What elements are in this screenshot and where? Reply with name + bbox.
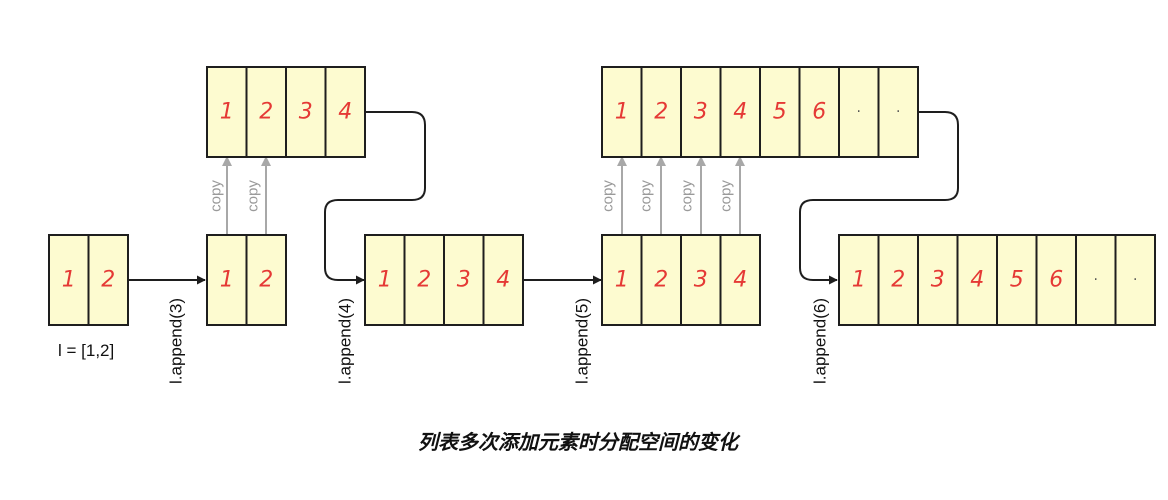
array-cell-value: 5 xyxy=(1010,268,1024,293)
array-cell-value: 2 xyxy=(101,268,115,293)
array-cell-value: 3 xyxy=(694,268,708,293)
array-cell-value: 4 xyxy=(496,268,510,293)
array-cell xyxy=(759,66,801,158)
empty-slot-mark: · xyxy=(896,104,900,120)
array-cell xyxy=(719,66,761,158)
empty-slot-mark: · xyxy=(857,104,861,120)
array-cell-value: 1 xyxy=(615,100,629,125)
array-cell-value: 2 xyxy=(259,268,273,293)
array-cell xyxy=(87,234,129,326)
copy-label: copy xyxy=(208,180,225,212)
copy-label: copy xyxy=(718,180,735,212)
array-cell xyxy=(245,66,287,158)
array-cell-value: 2 xyxy=(654,100,668,125)
array-cell xyxy=(1035,234,1077,326)
array-cell xyxy=(1114,234,1156,326)
array-cell-value: 5 xyxy=(773,100,787,125)
labels-layer: copy copy copy copy copy copy l = [1,2] … xyxy=(58,180,830,454)
array-cell xyxy=(680,234,722,326)
array-cell-value: 2 xyxy=(654,268,668,293)
arrows-layer xyxy=(128,111,959,285)
array-cell-value: 2 xyxy=(259,100,273,125)
array-cell xyxy=(838,234,880,326)
array-cell xyxy=(403,234,445,326)
array-cell xyxy=(206,234,248,326)
append-label-6: l.append(6) xyxy=(811,298,830,384)
append-label-3: l.append(3) xyxy=(167,298,186,384)
copy-label: copy xyxy=(600,180,617,212)
array-cell-value: 3 xyxy=(457,268,471,293)
arrow-resized-4-to-append-4 xyxy=(324,111,426,285)
array-cell-value: 1 xyxy=(220,100,234,125)
array-cell xyxy=(443,234,485,326)
empty-slot-mark: · xyxy=(1133,272,1137,288)
array-cell-value: 4 xyxy=(733,268,747,293)
array-cell-value: 1 xyxy=(378,268,392,293)
array-cell-value: 3 xyxy=(931,268,945,293)
append-label-4: l.append(4) xyxy=(336,298,355,384)
append-label-5: l.append(5) xyxy=(573,298,592,384)
empty-slot-mark: · xyxy=(1094,272,1098,288)
array-cell xyxy=(680,66,722,158)
array-cell xyxy=(640,234,682,326)
array-cell-value: 4 xyxy=(338,100,352,125)
array-cell xyxy=(206,66,248,158)
array-cell xyxy=(719,234,761,326)
arrow-resized-8-to-append-6 xyxy=(799,111,959,285)
array-cell xyxy=(996,234,1038,326)
copy-label: copy xyxy=(638,180,655,212)
array-cell-value: 4 xyxy=(970,268,984,293)
array-cell-value: 6 xyxy=(812,100,826,125)
array-cell-value: 3 xyxy=(694,100,708,125)
array-cell xyxy=(877,66,919,158)
array-cell-value: 1 xyxy=(62,268,76,293)
array-cell-value: 2 xyxy=(891,268,905,293)
array-cell-value: 6 xyxy=(1049,268,1063,293)
caption: 列表多次添加元素时分配空间的变化 xyxy=(418,430,741,454)
array-cell xyxy=(640,66,682,158)
array-cell xyxy=(601,234,643,326)
array-cell xyxy=(798,66,840,158)
array-cell-value: 4 xyxy=(733,100,747,125)
array-cell-value: 2 xyxy=(417,268,431,293)
copy-label: copy xyxy=(679,180,696,212)
array-cell xyxy=(324,66,366,158)
array-cell-value: 1 xyxy=(615,268,629,293)
array-cell xyxy=(245,234,287,326)
array-cell xyxy=(838,66,880,158)
array-cell-value: 1 xyxy=(220,268,234,293)
array-cell-value: 1 xyxy=(852,268,866,293)
array-cell xyxy=(482,234,524,326)
initial-list-label: l = [1,2] xyxy=(58,341,114,360)
array-cell-value: 3 xyxy=(299,100,313,125)
copy-label: copy xyxy=(245,180,262,212)
array-cell xyxy=(364,234,406,326)
